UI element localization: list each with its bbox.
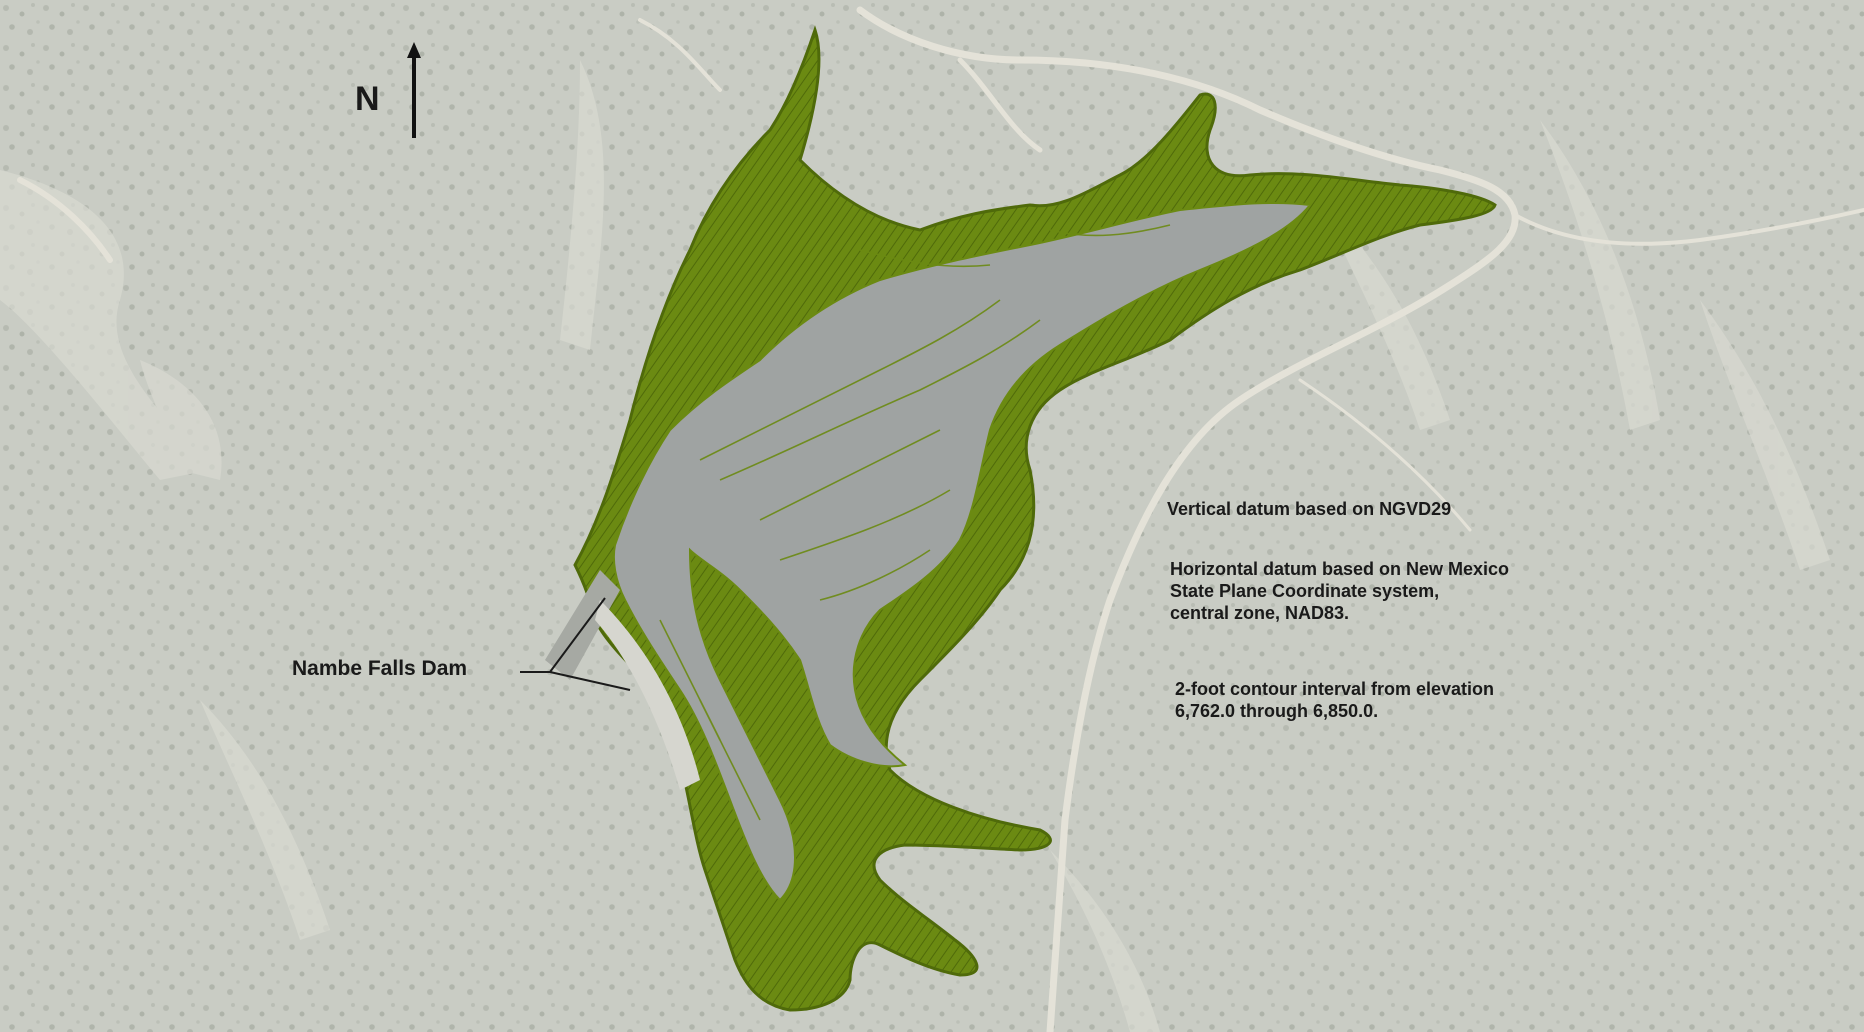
reservoir-water bbox=[612, 201, 1312, 902]
horizontal-datum-line-2: State Plane Coordinate system, bbox=[1170, 581, 1440, 601]
terrain-ridges bbox=[0, 60, 1830, 1032]
dam-label: Nambe Falls Dam bbox=[292, 657, 468, 680]
contour-interval-note: 2-foot contour interval from elevation 6… bbox=[1175, 678, 1494, 722]
dam-leader-lines bbox=[520, 597, 631, 691]
vertical-datum-note: Vertical datum based on NGVD29 bbox=[1167, 499, 1452, 519]
north-label: N bbox=[355, 80, 380, 118]
reservoir-contours bbox=[573, 25, 1497, 1012]
roads bbox=[17, 6, 1864, 1032]
contour-outer bbox=[573, 25, 1497, 1012]
north-arrow-icon bbox=[407, 42, 421, 138]
horizontal-datum-line-1: Horizontal datum based on New Mexico bbox=[1170, 559, 1510, 579]
contour-interval-line-1: 2-foot contour interval from elevation bbox=[1175, 679, 1495, 699]
horizontal-datum-note: Horizontal datum based on New Mexico Sta… bbox=[1170, 558, 1509, 624]
contour-lines bbox=[659, 224, 1171, 821]
horizontal-datum-line-3: central zone, NAD83. bbox=[1170, 603, 1350, 623]
contour-interval-line-2: 6,762.0 through 6,850.0. bbox=[1175, 701, 1379, 721]
